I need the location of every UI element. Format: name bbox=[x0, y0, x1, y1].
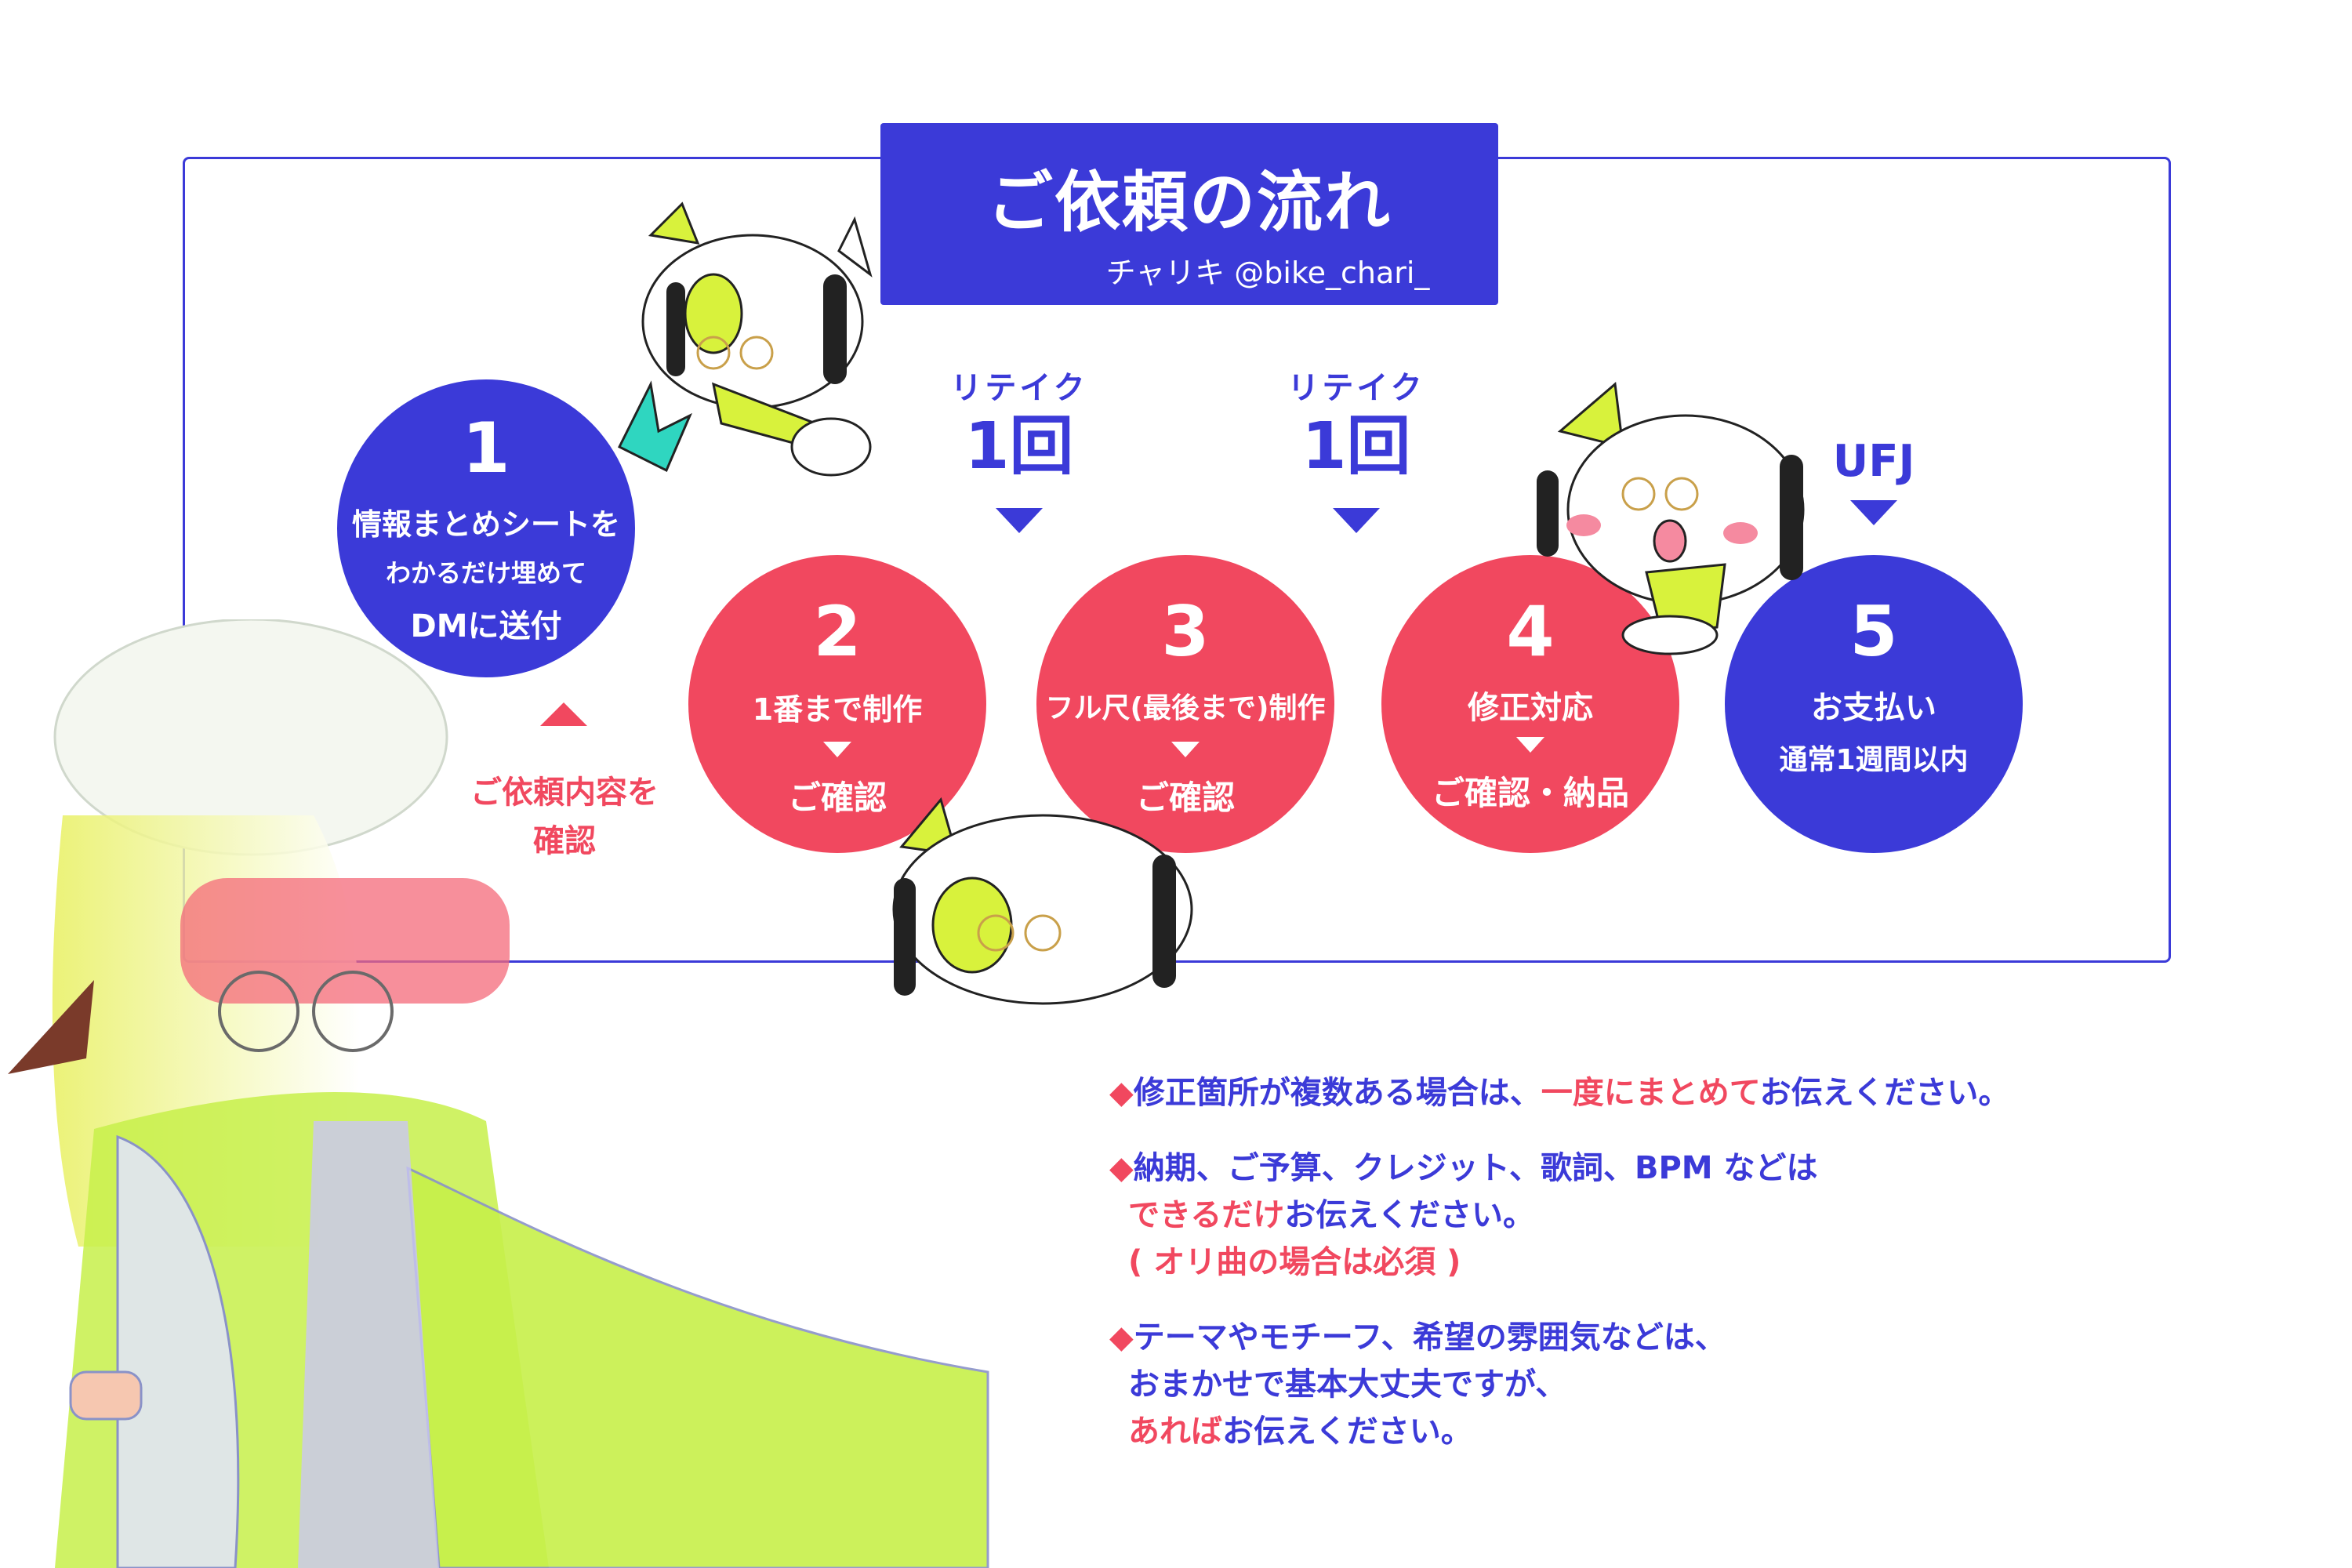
step-5-number: 5 bbox=[1849, 591, 1898, 672]
diamond-icon: ◆ bbox=[1109, 1319, 1134, 1356]
step-1-circle: 1 情報まとめシートを わかるだけ埋めて DMに送付 bbox=[337, 379, 635, 677]
note-3: ◆テーマやモチーフ、希望の雰囲気などは、 おまかせで基本大丈夫ですが、 あればお… bbox=[1109, 1314, 2285, 1455]
retake-2-label: リテイク bbox=[1287, 370, 1425, 406]
retake-1: リテイク 1回 bbox=[933, 362, 1105, 486]
note-1-text-a: 修正箇所が複数ある場合は、 bbox=[1133, 1075, 1541, 1111]
retake-1-count: 1回 bbox=[964, 409, 1074, 484]
step-3-number: 3 bbox=[1161, 591, 1210, 672]
note-2: ◆納期、ご予算、クレジット、歌詞、BPM などは できるだけお伝えください。 (… bbox=[1109, 1145, 2285, 1286]
step-4-number: 4 bbox=[1506, 591, 1555, 672]
note-1: ◆修正箇所が複数ある場合は、一度にまとめてお伝えください。 bbox=[1109, 1069, 2285, 1116]
confirm-note: ご依頼内容を 確認 bbox=[439, 768, 690, 866]
note-3-emphasis: あれば bbox=[1128, 1414, 1222, 1450]
step-1-number: 1 bbox=[462, 408, 510, 488]
step-3-circle: 3 フル尺(最後まで)制作 ご確認 bbox=[1036, 555, 1334, 853]
confirm-note-line-2: 確認 bbox=[533, 823, 596, 859]
down-arrow-icon bbox=[1333, 508, 1380, 533]
note-3-text-b: おまかせで基本大丈夫ですが、 bbox=[1128, 1367, 1567, 1403]
down-arrow-icon bbox=[1850, 500, 1897, 525]
title-banner: ご依頼の流れ チャリキ @bike_chari_ bbox=[880, 123, 1498, 305]
main-character-illustration bbox=[8, 619, 989, 1568]
step-2-text-1: 1番まで制作 bbox=[752, 692, 923, 727]
step-5-text-2: 通常1週間以内 bbox=[1779, 744, 1969, 776]
step-1-text-1: 情報まとめシートを bbox=[351, 507, 620, 542]
note-2-text-a: 納期、ご予算、クレジット、歌詞、BPM などは bbox=[1133, 1150, 1818, 1186]
down-arrow-icon bbox=[1516, 737, 1544, 753]
step-4-text-2: ご確認・納品 bbox=[1431, 774, 1629, 812]
mascot-reaching-illustration bbox=[617, 201, 873, 477]
step-5-text-1: お支払い bbox=[1811, 690, 1936, 726]
down-arrow-icon bbox=[996, 508, 1043, 533]
confirm-note-line-1: ご依頼内容を bbox=[470, 775, 659, 811]
mascot-blushing-illustration bbox=[1537, 382, 1805, 655]
mascot-peeking-illustration bbox=[892, 797, 1193, 1005]
note-3-text-a: テーマやモチーフ、希望の雰囲気などは、 bbox=[1133, 1319, 1726, 1356]
step-5-circle: 5 お支払い 通常1週間以内 bbox=[1725, 555, 2023, 853]
diamond-icon: ◆ bbox=[1109, 1150, 1134, 1186]
note-2-text-c: ( オリ曲の場合は必須 ) bbox=[1128, 1244, 1461, 1280]
retake-1-label: リテイク bbox=[950, 370, 1088, 406]
retake-2: リテイク 1回 bbox=[1270, 362, 1443, 486]
step-1-text-3: DMに送付 bbox=[410, 608, 562, 644]
up-arrow-icon bbox=[540, 702, 587, 726]
down-arrow-icon bbox=[823, 742, 851, 757]
down-arrow-icon bbox=[1171, 742, 1200, 757]
step-2-text-2: ご確認 bbox=[787, 779, 887, 817]
note-2-text-b: お伝えください。 bbox=[1284, 1197, 1535, 1233]
page-title: ご依頼の流れ bbox=[986, 164, 1392, 241]
author-credit: チャリキ @bike_chari_ bbox=[1105, 256, 1430, 290]
note-3-text-c: お伝えください。 bbox=[1222, 1414, 1472, 1450]
step-2-number: 2 bbox=[813, 591, 862, 672]
step-3-text-1: フル尺(最後まで)制作 bbox=[1045, 692, 1326, 724]
step-3-text-2: ご確認 bbox=[1135, 779, 1235, 817]
step-4-text-1: 修正対応 bbox=[1468, 690, 1593, 726]
note-2-emphasis: できるだけ bbox=[1128, 1197, 1285, 1233]
note-1-text-b: お伝えください。 bbox=[1759, 1075, 2010, 1111]
step-1-text-2: わかるだけ埋めて bbox=[385, 558, 586, 588]
diamond-icon: ◆ bbox=[1109, 1075, 1134, 1111]
step-4-circle: 4 修正対応 ご確認・納品 bbox=[1381, 555, 1679, 853]
note-1-emphasis: 一度にまとめて bbox=[1541, 1075, 1760, 1111]
payment-method: UFJ bbox=[1832, 436, 1915, 487]
retake-2-count: 1回 bbox=[1301, 409, 1411, 484]
